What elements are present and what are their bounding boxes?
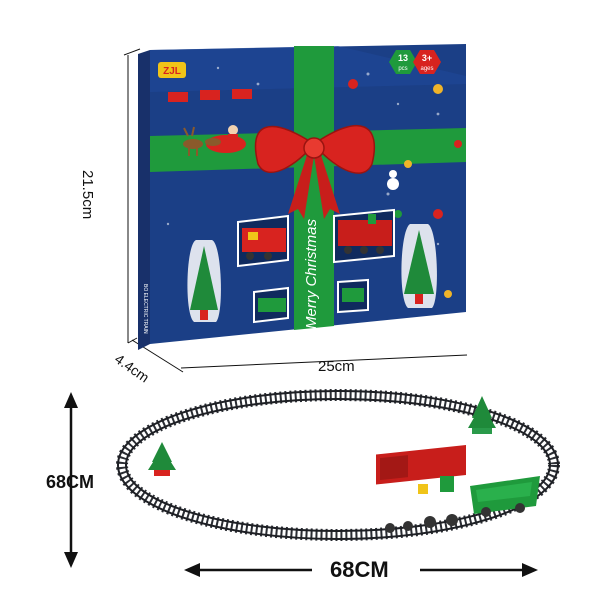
toy-train <box>376 445 540 533</box>
width-arrow <box>184 563 538 577</box>
box-width-label: 25cm <box>318 358 355 375</box>
red-bow <box>254 125 376 219</box>
svg-text:ages: ages <box>420 66 433 72</box>
height-arrow <box>64 392 78 568</box>
svg-text:3+: 3+ <box>422 53 432 63</box>
engine-window <box>333 208 395 264</box>
brand-logo-text: ZJL <box>163 66 181 77</box>
track-height-label: 68CM <box>46 472 95 492</box>
tree-window-left <box>187 240 221 322</box>
pieces-badge: 13 pcs <box>389 50 417 74</box>
tender-window <box>253 278 369 324</box>
track-width-label: 68CM <box>330 557 389 582</box>
track-tree-left <box>148 442 176 476</box>
spine-text: BO ELECTRIC TRAIN <box>142 284 148 334</box>
product-box: ZJL 13 pcs 3+ ages <box>138 44 466 350</box>
santa-sleigh-illustration <box>183 125 246 156</box>
brand-logo: ZJL <box>158 62 186 78</box>
train-window <box>237 214 289 268</box>
tree-window-right <box>401 224 437 308</box>
track-tree-right <box>468 396 496 434</box>
svg-text:13: 13 <box>398 53 408 63</box>
age-badge: 3+ ages <box>413 50 441 74</box>
greeting-text: Merry Christmas <box>303 219 320 330</box>
svg-text:pcs: pcs <box>398 66 407 72</box>
